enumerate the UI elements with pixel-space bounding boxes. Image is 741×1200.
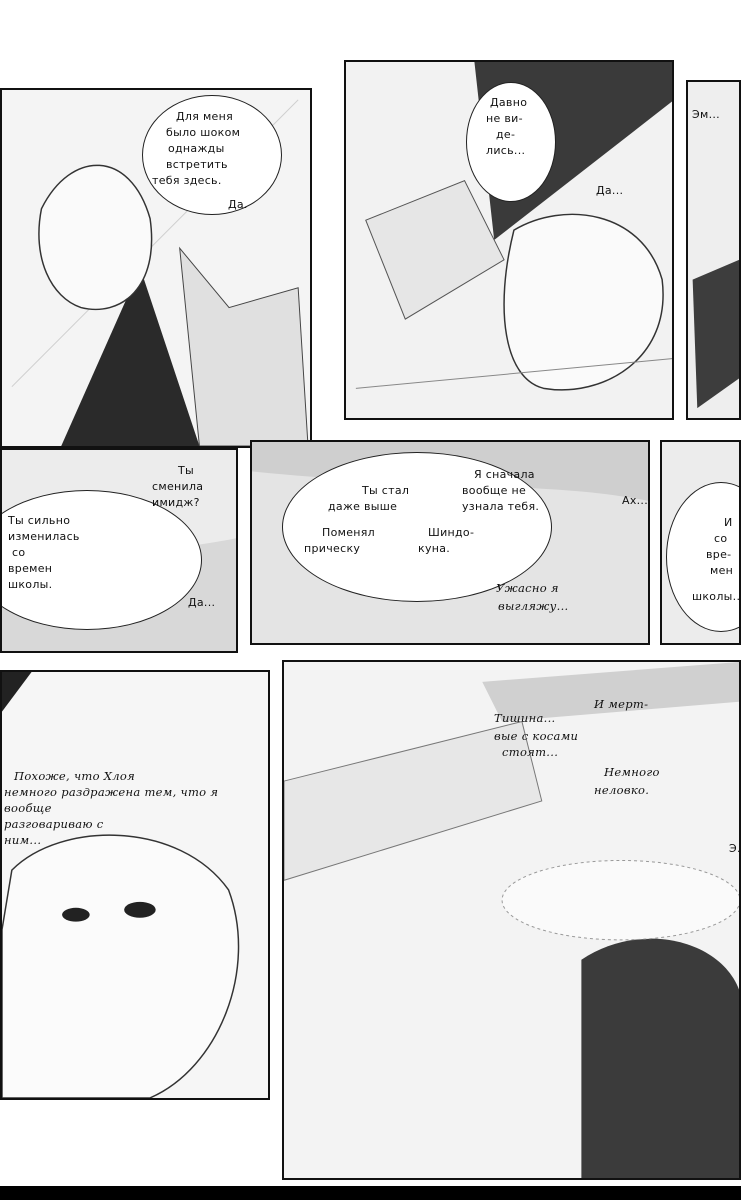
dialogue-line: даже выше: [328, 500, 398, 513]
thought-line: Похоже, что Хлоя: [14, 769, 136, 783]
dialogue-line: вообще не: [462, 484, 527, 497]
dialogue-line: Ты сильно: [8, 514, 71, 527]
dialogue-line: Шиндо-: [428, 526, 475, 539]
dialogue-line: школы...: [692, 590, 741, 603]
dialogue-line: Поменял: [322, 526, 376, 539]
thought-line: Тишина...: [494, 711, 556, 725]
dialogue-line: Э...: [729, 842, 741, 855]
thought-line: вые с косами: [494, 729, 579, 743]
dialogue-line: Давно: [490, 96, 528, 109]
dialogue-reply: Да.: [228, 198, 248, 211]
dialogue-line: времен: [8, 562, 53, 575]
dialogue-line: было шоком: [166, 126, 241, 139]
dialogue-line: имидж?: [152, 496, 200, 509]
dialogue-line: узнала тебя.: [462, 500, 540, 513]
thought-line: разговариваю с: [4, 817, 104, 831]
dialogue-reply: Да...: [596, 184, 624, 197]
dialogue-line: сменила: [152, 480, 204, 493]
dialogue-line: мен: [710, 564, 734, 577]
thought-line: Немного: [604, 765, 660, 779]
panel-2: Давно не ви- де- лись... Да...: [344, 60, 674, 420]
thought-line: неловко.: [594, 783, 650, 797]
panel-7-art: [2, 672, 268, 1098]
dialogue-line: Я сначала: [474, 468, 535, 481]
panel-8-art: [284, 662, 739, 1178]
thought-line: выгляжу...: [498, 599, 569, 613]
page-bottom-bar: [0, 1186, 741, 1200]
dialogue-line: И: [724, 516, 733, 529]
speech-bubble: [282, 452, 552, 602]
thought-line: немного раздражена тем, что я: [4, 785, 219, 799]
dialogue-line: куна.: [418, 542, 451, 555]
dialogue-line: со: [714, 532, 728, 545]
dialogue-line: со: [12, 546, 26, 559]
panel-3-art: [688, 82, 739, 418]
dialogue-line: встретить: [166, 158, 228, 171]
thought-line: И мерт-: [594, 697, 649, 711]
thought-line: вообще: [4, 801, 52, 815]
panel-7: Похоже, что Хлоя немного раздражена тем,…: [0, 670, 270, 1100]
dialogue-line: де-: [496, 128, 516, 141]
speech-bubble: [142, 95, 282, 215]
speech-bubble: [466, 82, 556, 202]
dialogue-line: изменилась: [8, 530, 80, 543]
thought-line: Ужасно я: [496, 581, 559, 595]
thought-line: стоят...: [502, 745, 559, 759]
dialogue-line: прическу: [304, 542, 361, 555]
dialogue-line: школы.: [8, 578, 53, 591]
panel-1: Для меня было шоком однажды встретить те…: [0, 88, 312, 448]
dialogue-line: однажды: [168, 142, 225, 155]
dialogue-line: Ты: [178, 464, 195, 477]
dialogue-line: Эм...: [692, 108, 720, 121]
dialogue-line: вре-: [706, 548, 732, 561]
panel-4: Ты сменила имидж? Ты сильно изменилась с…: [0, 448, 238, 653]
thought-line: ним...: [4, 833, 42, 847]
panel-3: Эм...: [686, 80, 741, 420]
aside-line: Ах...: [622, 494, 649, 507]
panel-5: Я сначала вообще не узнала тебя. Ты стал…: [250, 440, 650, 645]
dialogue-line: Для меня: [176, 110, 234, 123]
dialogue-line: лись...: [486, 144, 526, 157]
dialogue-line: не ви-: [486, 112, 523, 125]
panel-6: И со вре- мен школы...: [660, 440, 741, 645]
dialogue-line: Ты стал: [362, 484, 410, 497]
dialogue-line: тебя здесь.: [152, 174, 222, 187]
panel-8: Тишина... И мерт- вые с косами стоят... …: [282, 660, 741, 1180]
dialogue-reply: Да...: [188, 596, 216, 609]
